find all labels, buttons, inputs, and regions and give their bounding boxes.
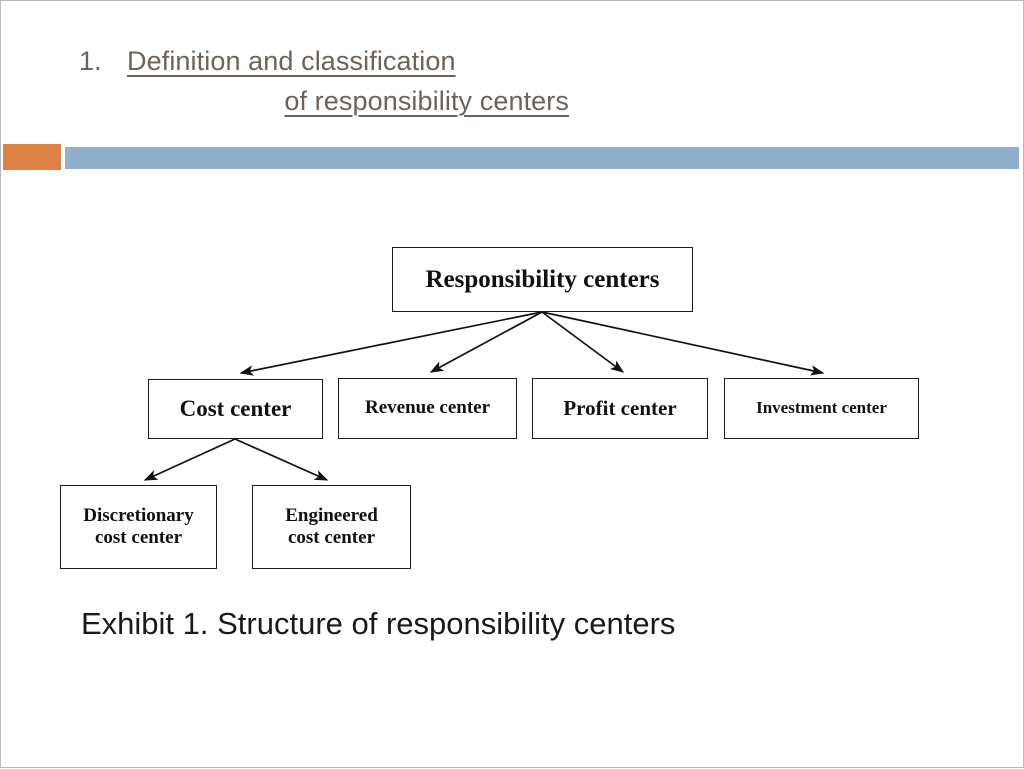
node-profit-center[interactable]: Profit center — [532, 378, 708, 439]
title-line-2: of responsibility centers — [79, 81, 599, 121]
node-investment-center[interactable]: Investment center — [724, 378, 919, 439]
edge-cost-to-discretionary — [143, 438, 236, 481]
edge-cost-to-engineered — [234, 438, 329, 481]
node-label: Investment center — [756, 398, 887, 418]
title-text-line-1: Definition and classification — [127, 46, 456, 76]
node-label: Discretionary cost center — [83, 504, 194, 548]
node-revenue-center[interactable]: Revenue center — [338, 378, 517, 439]
edge-root-to-investment — [541, 311, 825, 376]
node-label: Revenue center — [364, 397, 491, 419]
node-engineered-cost-center[interactable]: Engineered cost center — [252, 485, 411, 569]
accent-bar-orange — [3, 144, 61, 170]
title-line-1: 1. Definition and classification — [79, 41, 599, 81]
title-text-line-2: of responsibility centers — [284, 86, 569, 116]
page-title: 1. Definition and classification of respo… — [79, 41, 599, 121]
accent-bar-blue — [65, 147, 1019, 169]
edge-root-to-revenue — [429, 311, 543, 373]
edge-root-to-profit — [541, 311, 625, 373]
node-discretionary-cost-center[interactable]: Discretionary cost center — [60, 485, 217, 569]
exhibit-caption: Exhibit 1. Structure of responsibility c… — [81, 606, 676, 641]
node-label: Cost center — [179, 396, 292, 422]
node-cost-center[interactable]: Cost center — [148, 379, 323, 439]
node-label: Profit center — [563, 396, 677, 421]
node-responsibility-centers[interactable]: Responsibility centers — [392, 247, 693, 312]
edge-root-to-cost — [239, 311, 543, 376]
title-number: 1. — [79, 46, 102, 76]
node-label: Responsibility centers — [425, 265, 660, 293]
node-label: Engineered cost center — [285, 504, 378, 548]
